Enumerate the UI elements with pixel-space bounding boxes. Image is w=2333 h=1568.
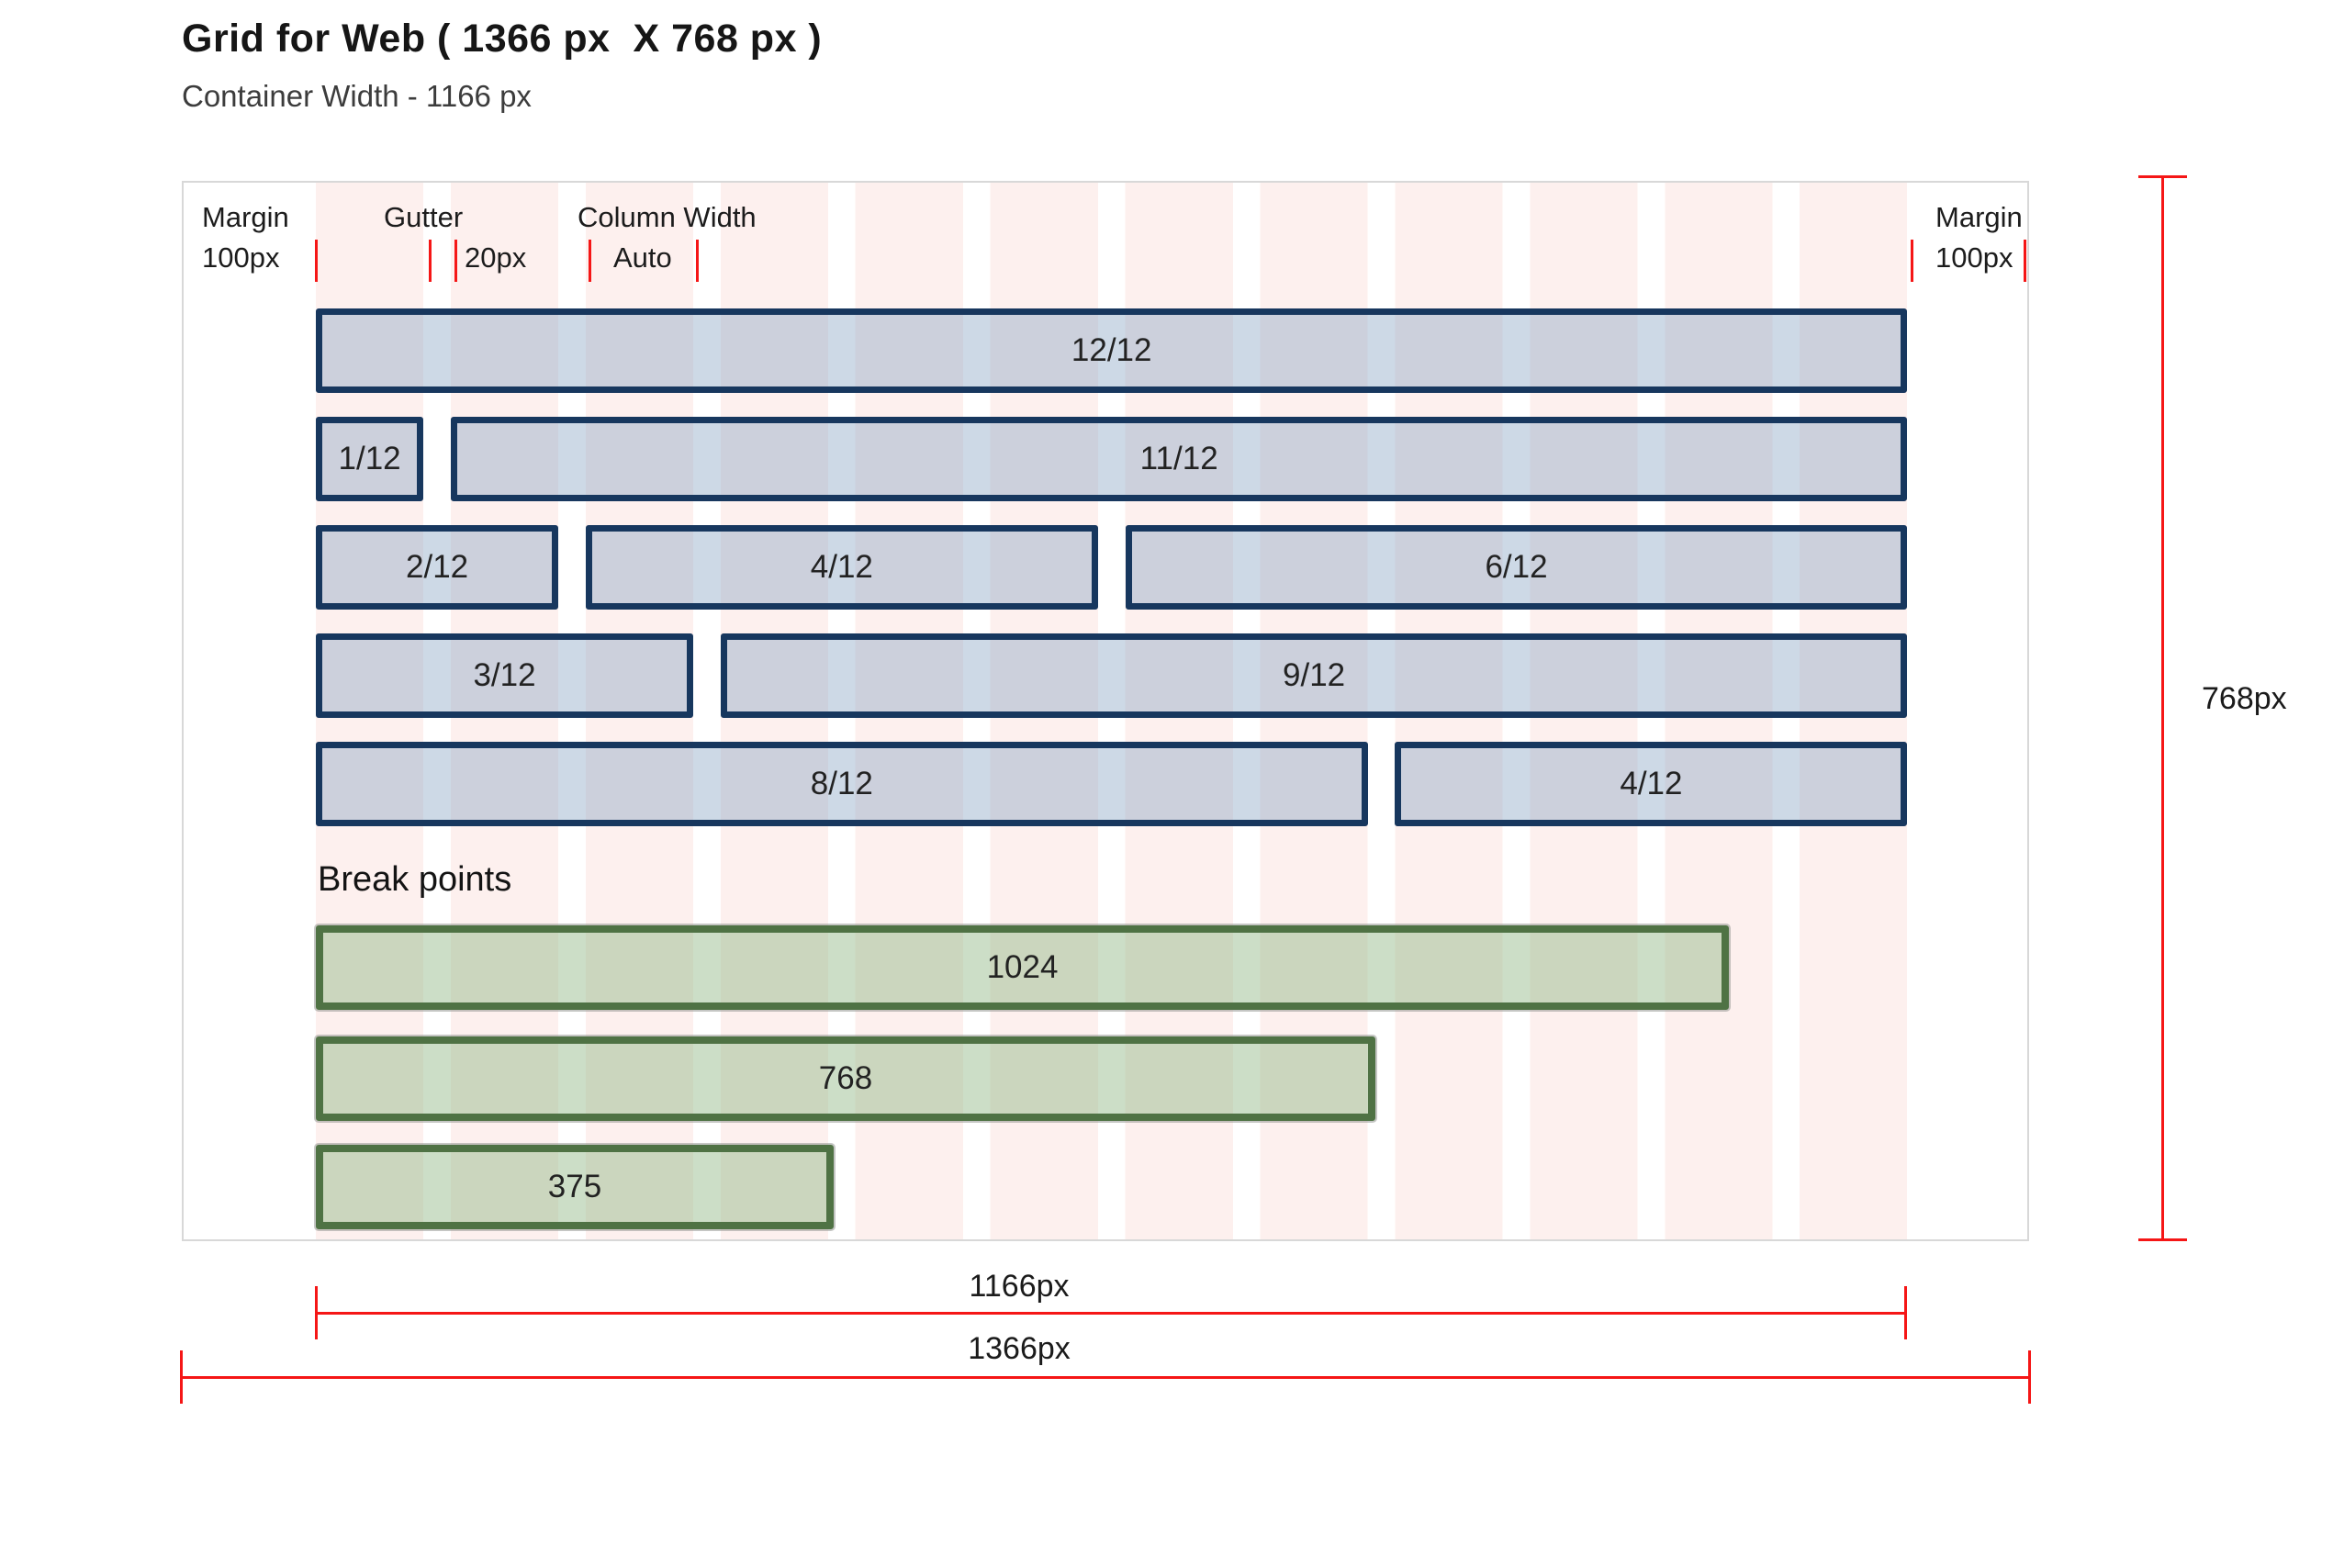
- grid-span-bar-label: 8/12: [810, 766, 873, 801]
- breakpoint-bar-label: 375: [547, 1169, 602, 1204]
- measure-tick: [696, 240, 699, 282]
- measure-tick: [429, 240, 432, 282]
- container-width-tick-left: [315, 1286, 318, 1339]
- breakpoint-bar: 768: [316, 1036, 1375, 1121]
- breakpoint-bar: 1024: [316, 925, 1729, 1010]
- container-width-tick-right: [1904, 1286, 1907, 1339]
- grid-span-bar-label: 4/12: [1620, 766, 1683, 801]
- page-subtitle: Container Width - 1166 px: [182, 79, 532, 113]
- column-stripes: [316, 183, 1907, 1239]
- breakpoint-bar-label: 1024: [986, 949, 1059, 985]
- grid-span-bar-label: 2/12: [406, 549, 469, 585]
- grid-span-bar-label: 9/12: [1283, 657, 1346, 693]
- breakpoint-bar-label: 768: [818, 1060, 873, 1096]
- grid-span-bar-label: 6/12: [1485, 549, 1548, 585]
- grid-span-bar-label: 1/12: [338, 441, 401, 476]
- column-width-value: Auto: [613, 241, 672, 274]
- measure-tick: [454, 240, 457, 282]
- grid-span-bar-label: 3/12: [473, 657, 536, 693]
- grid-span-bar: 12/12: [316, 308, 1908, 393]
- measure-tick: [315, 240, 318, 282]
- container-width-dimension-label: 1166px: [969, 1269, 1070, 1304]
- grid-span-bar-label: 11/12: [1139, 441, 1218, 476]
- grid-span-bar: 6/12: [1125, 525, 1908, 610]
- margin-right-value: 100px: [1935, 241, 2013, 274]
- grid-span-bar-label: 4/12: [810, 549, 873, 585]
- height-dimension-tick-bottom: [2138, 1238, 2187, 1241]
- grid-span-bar: 2/12: [316, 525, 559, 610]
- screen-width-tick-right: [2028, 1350, 2031, 1404]
- screen-frame: Margin 100px Gutter 20px Column Width Au…: [182, 181, 2029, 1241]
- measure-tick: [589, 240, 591, 282]
- margin-left-label: Margin: [202, 201, 289, 233]
- grid-span-bar: 1/12: [316, 417, 424, 501]
- screen-width-dimension-line: [181, 1376, 2030, 1379]
- gutter-value: 20px: [465, 241, 527, 274]
- grid-span-bar: 9/12: [720, 633, 1908, 718]
- page-title: Grid for Web ( 1366 px X 768 px ): [182, 17, 823, 61]
- screen-width-dimension-label: 1366px: [968, 1331, 1071, 1366]
- grid-span-bar: 4/12: [1395, 742, 1908, 826]
- breakpoint-bar: 375: [316, 1145, 834, 1229]
- measure-tick: [1911, 240, 1913, 282]
- margin-left-value: 100px: [202, 241, 280, 274]
- grid-span-bar-label: 12/12: [1071, 332, 1152, 368]
- breakpoints-heading: Break points: [318, 860, 512, 899]
- container-width-dimension-line: [316, 1312, 1907, 1315]
- measure-tick: [2024, 240, 2026, 282]
- grid-span-bar: 4/12: [585, 525, 1098, 610]
- height-dimension-line: [2161, 175, 2164, 1241]
- grid-span-bar: 3/12: [316, 633, 694, 718]
- height-dimension-tick-top: [2138, 175, 2187, 178]
- column-width-label: Column Width: [578, 201, 757, 233]
- margin-right-label: Margin: [1935, 201, 2023, 233]
- height-dimension-label: 768px: [2202, 681, 2287, 716]
- grid-span-bar: 11/12: [450, 417, 1908, 501]
- gutter-label: Gutter: [384, 201, 464, 233]
- screen-width-tick-left: [180, 1350, 183, 1404]
- grid-span-bar: 8/12: [316, 742, 1368, 826]
